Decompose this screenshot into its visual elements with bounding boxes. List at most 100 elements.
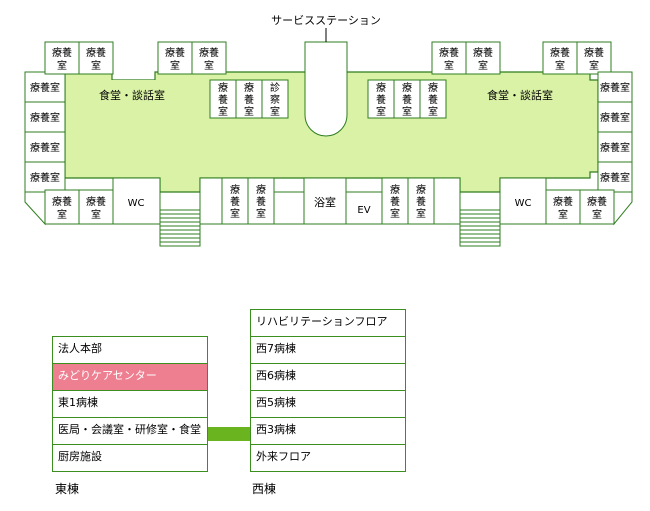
- patient-room: [24, 161, 66, 193]
- east-floor-1: 法人本部: [52, 336, 208, 364]
- dining-room-label: 食堂・談話室: [99, 88, 165, 102]
- east-floor-5: 厨房施設: [52, 444, 208, 472]
- west-floor-1: リハビリテーションフロア: [250, 309, 406, 337]
- wc-label: WC: [128, 198, 145, 209]
- room-label: 室: [428, 105, 438, 118]
- patient-room: [209, 79, 237, 119]
- patient-room: [44, 189, 80, 225]
- dining-room-label: 食堂・談話室: [487, 88, 553, 102]
- room-label: 養: [230, 195, 240, 208]
- room-label: 室: [402, 105, 412, 118]
- room-label: 療養: [86, 46, 106, 59]
- room-label: 診: [270, 81, 280, 94]
- east-building-label: 東棟: [55, 482, 80, 496]
- room-label: 療養: [587, 195, 607, 208]
- room-label: 室: [390, 207, 400, 220]
- room-label: 療養室: [600, 141, 630, 154]
- west-floor-5: 西3病棟: [250, 417, 406, 445]
- room-label: 室: [558, 208, 568, 221]
- room-label: 療養: [52, 46, 72, 59]
- room-label: 室: [270, 105, 280, 118]
- room-label: 室: [230, 207, 240, 220]
- room-label: 養: [428, 93, 438, 106]
- wc-room: [499, 177, 547, 225]
- room-label: 養: [244, 93, 254, 106]
- storage-room: [433, 177, 461, 225]
- patient-room: [24, 101, 66, 133]
- room-label: 室: [91, 59, 101, 72]
- room-label: 療養室: [30, 111, 60, 124]
- patient-room: [542, 41, 578, 75]
- room-label: 室: [256, 207, 266, 220]
- corner-wall: [24, 191, 46, 226]
- room-label: 療: [390, 183, 400, 196]
- patient-room: [465, 41, 501, 75]
- room-label: 療養室: [30, 141, 60, 154]
- room-label: 療養: [584, 46, 604, 59]
- room-label: 療: [230, 183, 240, 196]
- dining-area-right: [478, 80, 560, 110]
- room-label: 療: [428, 81, 438, 94]
- service-station-label: サービスステーション: [271, 14, 381, 27]
- room-label: 療養室: [600, 111, 630, 124]
- room-label: 療: [244, 81, 254, 94]
- room-label: 察: [270, 93, 280, 106]
- room-label: 室: [57, 59, 67, 72]
- room-label: 室: [478, 59, 488, 72]
- room-label: 室: [244, 105, 254, 118]
- room-label: 室: [218, 105, 228, 118]
- room-label: 療: [218, 81, 228, 94]
- room-label: 養: [402, 93, 412, 106]
- staircase: [159, 209, 201, 247]
- west-floor-4: 西5病棟: [250, 390, 406, 418]
- room-label: 療養: [165, 46, 185, 59]
- patient-room: [367, 79, 395, 119]
- room-label: 療養: [199, 46, 219, 59]
- patient-room: [221, 177, 249, 225]
- utility-room: [273, 191, 305, 225]
- room-label: 療養: [473, 46, 493, 59]
- room-label: 養: [218, 93, 228, 106]
- patient-room: [24, 131, 66, 163]
- room-label: 養: [256, 195, 266, 208]
- elevator: [345, 191, 383, 225]
- patient-room: [157, 41, 193, 75]
- connecting-bridge: [208, 427, 250, 441]
- room-label: 療: [402, 81, 412, 94]
- patient-room: [579, 189, 615, 225]
- bath-label: 浴室: [314, 195, 336, 209]
- ev-label: EV: [357, 205, 370, 216]
- room-label: 療: [256, 183, 266, 196]
- room-label: 室: [204, 59, 214, 72]
- room-label: 療養: [52, 195, 72, 208]
- patient-room: [247, 177, 275, 225]
- storage-room: [199, 177, 223, 225]
- patient-room: [431, 41, 467, 75]
- room-label: 室: [376, 105, 386, 118]
- patient-room: [597, 101, 633, 133]
- patient-room: [576, 41, 612, 75]
- exam-room: [261, 79, 289, 119]
- floor-plan: 療養室療養室療養室療養室療養室療養室療養室療養室療養室療養室療養室療養室療養室療…: [24, 14, 633, 247]
- patient-room: [235, 79, 263, 119]
- room-label: 療養: [439, 46, 459, 59]
- service-station-room: [304, 41, 348, 137]
- room-label: 療養室: [30, 171, 60, 184]
- west-floor-3: 西6病棟: [250, 363, 406, 391]
- wc-room: [112, 177, 161, 225]
- room-label: 養: [376, 93, 386, 106]
- corner-wall: [613, 191, 633, 226]
- room-label: 療養室: [30, 81, 60, 94]
- patient-room: [78, 41, 114, 75]
- room-label: 室: [57, 208, 67, 221]
- patient-room: [419, 79, 447, 119]
- room-label: 室: [592, 208, 602, 221]
- room-label: 室: [91, 208, 101, 221]
- east-floor-3: 東1病棟: [52, 390, 208, 418]
- room-label: 室: [416, 207, 426, 220]
- room-label: 療: [416, 183, 426, 196]
- patient-room: [191, 41, 227, 75]
- room-label: 療養室: [600, 81, 630, 94]
- room-label: 養: [390, 195, 400, 208]
- west-floor-2: 西7病棟: [250, 336, 406, 364]
